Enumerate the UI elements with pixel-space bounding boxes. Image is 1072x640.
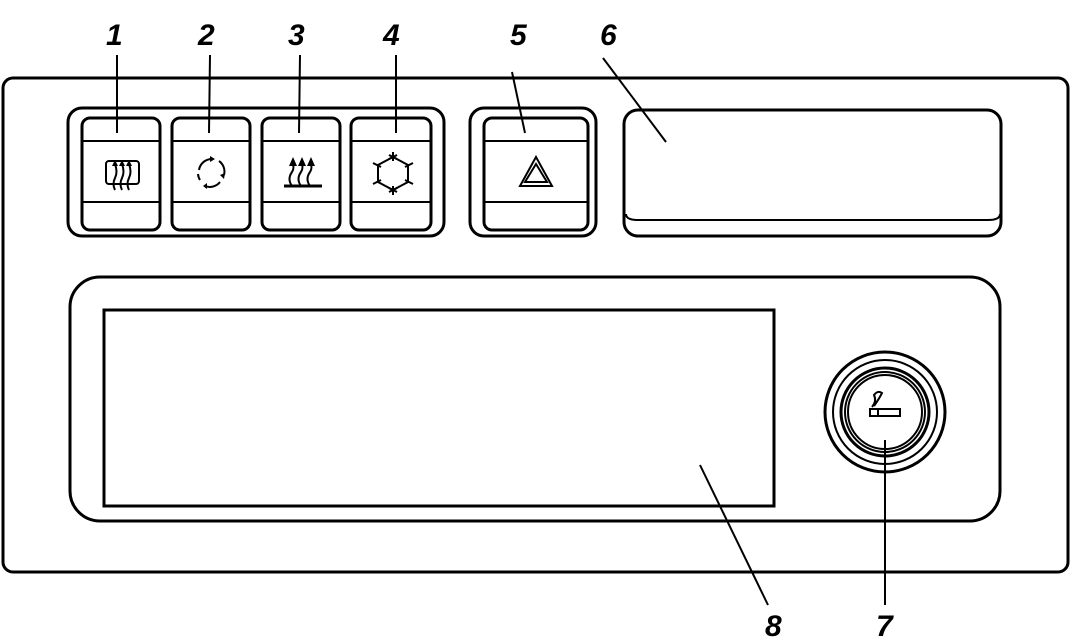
callout-4: 4 bbox=[382, 19, 400, 52]
seat-heat-button[interactable] bbox=[260, 116, 342, 232]
recirculation-button[interactable] bbox=[170, 116, 252, 232]
rear-defrost-icon bbox=[105, 160, 140, 191]
cigarette-icon bbox=[869, 390, 901, 417]
hazard-warning-button[interactable] bbox=[482, 116, 590, 232]
hazard-triangle-icon bbox=[518, 154, 554, 187]
callout-2: 2 bbox=[197, 19, 215, 52]
callout-8: 8 bbox=[765, 610, 782, 640]
console-panel-outline bbox=[1, 76, 1070, 574]
storage-compartment[interactable] bbox=[102, 308, 776, 508]
climate-button-group bbox=[66, 106, 446, 238]
recirculation-icon bbox=[197, 156, 226, 189]
callout-7: 7 bbox=[876, 610, 894, 640]
callout-1: 1 bbox=[106, 19, 123, 52]
snowflake-icon bbox=[372, 152, 414, 195]
callout-6: 6 bbox=[600, 19, 617, 52]
air-conditioning-button[interactable] bbox=[349, 116, 433, 232]
callout-3: 3 bbox=[288, 19, 305, 52]
seat-heat-icon bbox=[284, 157, 322, 188]
lower-panel-outline bbox=[68, 275, 1002, 523]
rear-defrost-button[interactable] bbox=[80, 116, 162, 232]
blank-slot bbox=[622, 108, 1003, 238]
callout-leaders bbox=[116, 54, 886, 606]
callout-5: 5 bbox=[510, 19, 528, 52]
hazard-button-group bbox=[468, 106, 598, 238]
